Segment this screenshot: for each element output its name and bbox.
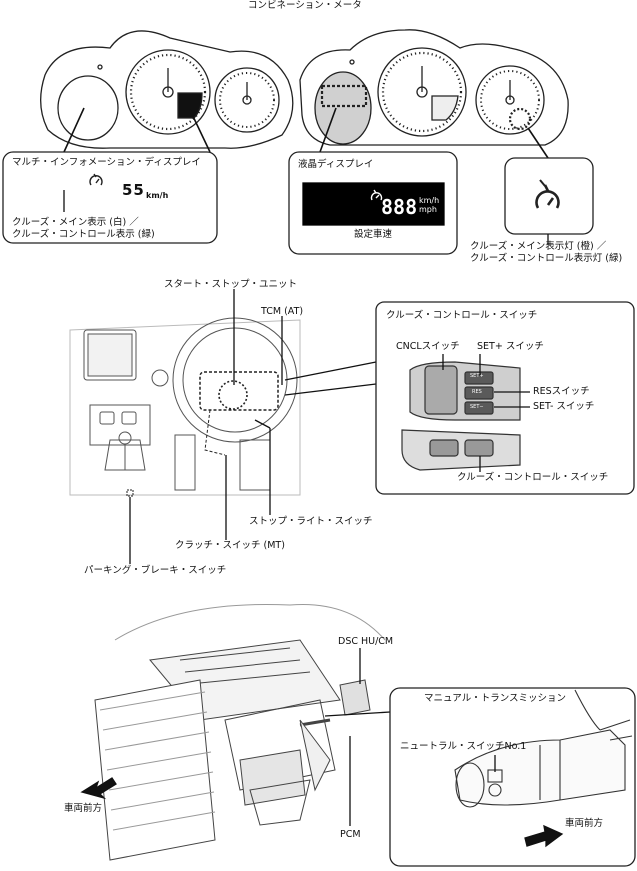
lamp-caption-line1: クルーズ・メイン表示灯 (橙) ／	[470, 241, 606, 253]
neutral-switch-label: ニュートラル・スイッチNo.1	[400, 741, 526, 753]
front-right-label: 車両前方	[565, 818, 603, 830]
start-stop-label: スタート・ストップ・ユニット	[164, 279, 297, 291]
parking-brake-label: パーキング・ブレーキ・スイッチ	[84, 565, 226, 577]
front-arrow-right	[525, 826, 562, 846]
lamp-caption-line2: クルーズ・コントロール表示灯 (緑)	[470, 253, 622, 265]
switch-box-title: クルーズ・コントロール・スイッチ	[386, 310, 537, 322]
cockpit-illustration	[70, 318, 300, 496]
clutch-label: クラッチ・スイッチ (MT)	[175, 540, 285, 552]
btn-set-plus: SET+	[470, 373, 484, 379]
mid-caption-line1: クルーズ・メイン表示 (白) ／	[12, 217, 139, 229]
switch-bottom-label: クルーズ・コントロール・スイッチ	[457, 472, 608, 484]
steering-switch-illustration	[402, 362, 520, 470]
dsc-label: DSC HU/CM	[338, 636, 393, 648]
lcd-label: 液晶ディスプレイ	[298, 159, 373, 171]
mid-speed: 55	[122, 184, 145, 196]
lcd-caption: 設定車速	[354, 229, 392, 241]
tcm-label: TCM (AT)	[261, 306, 303, 318]
left-meter-cluster	[41, 31, 293, 148]
pcm-label: PCM	[340, 829, 361, 841]
transmission-title: マニュアル・トランスミッション	[424, 693, 566, 705]
btn-res: RES	[472, 389, 482, 395]
set-plus-label: SET+ スイッチ	[477, 341, 544, 353]
page-title: コンビネーション・メータ	[248, 0, 362, 12]
lamp-box	[505, 158, 593, 234]
btn-set-minus: SET−	[470, 404, 484, 410]
cncl-label: CNCLスイッチ	[396, 341, 460, 353]
front-left-label: 車両前方	[64, 803, 102, 815]
cruise-lamp-icon	[537, 180, 559, 208]
mid-caption-line2: クルーズ・コントロール表示 (緑)	[12, 229, 155, 241]
mid-speed-unit: km/h	[146, 190, 168, 202]
right-meter-cluster	[300, 30, 568, 145]
lcd-digits: 888	[381, 196, 417, 218]
cruise-main-icon	[90, 174, 102, 185]
set-minus-label: SET- スイッチ	[533, 401, 594, 413]
lcd-unit-bottom: mph	[419, 205, 437, 214]
stop-light-label: ストップ・ライト・スイッチ	[249, 516, 373, 528]
mid-label: マルチ・インフォメーション・ディスプレイ	[12, 157, 201, 169]
lcd-unit-top: km/h	[419, 196, 439, 205]
res-label: RESスイッチ	[533, 386, 590, 398]
